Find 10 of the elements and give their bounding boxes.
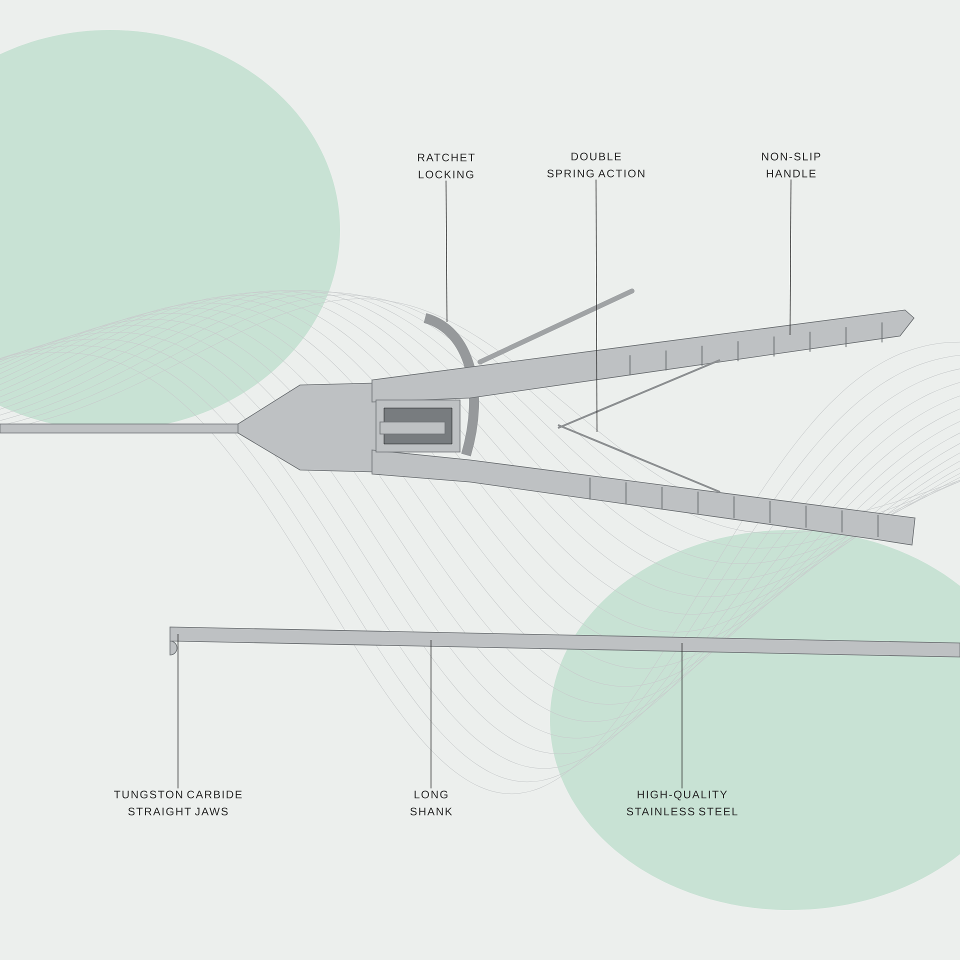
callout-label: TUNGSTON CARBIDE STRAIGHT JAWS: [114, 790, 242, 816]
leader-line: [596, 179, 598, 432]
leader-line: [446, 180, 448, 322]
callout-label: NON-SLIP HANDLE: [762, 152, 820, 178]
callout-label: DOUBLE SPRING ACTION: [547, 152, 644, 178]
leader-line: [430, 640, 432, 789]
callout-label: LONG SHANK: [410, 790, 452, 816]
callout-label: RATCHET LOCKING: [418, 154, 475, 178]
callout-label: HIGH-QUALITY STAINLESS STEEL: [626, 790, 738, 816]
leader-line: [790, 179, 792, 336]
